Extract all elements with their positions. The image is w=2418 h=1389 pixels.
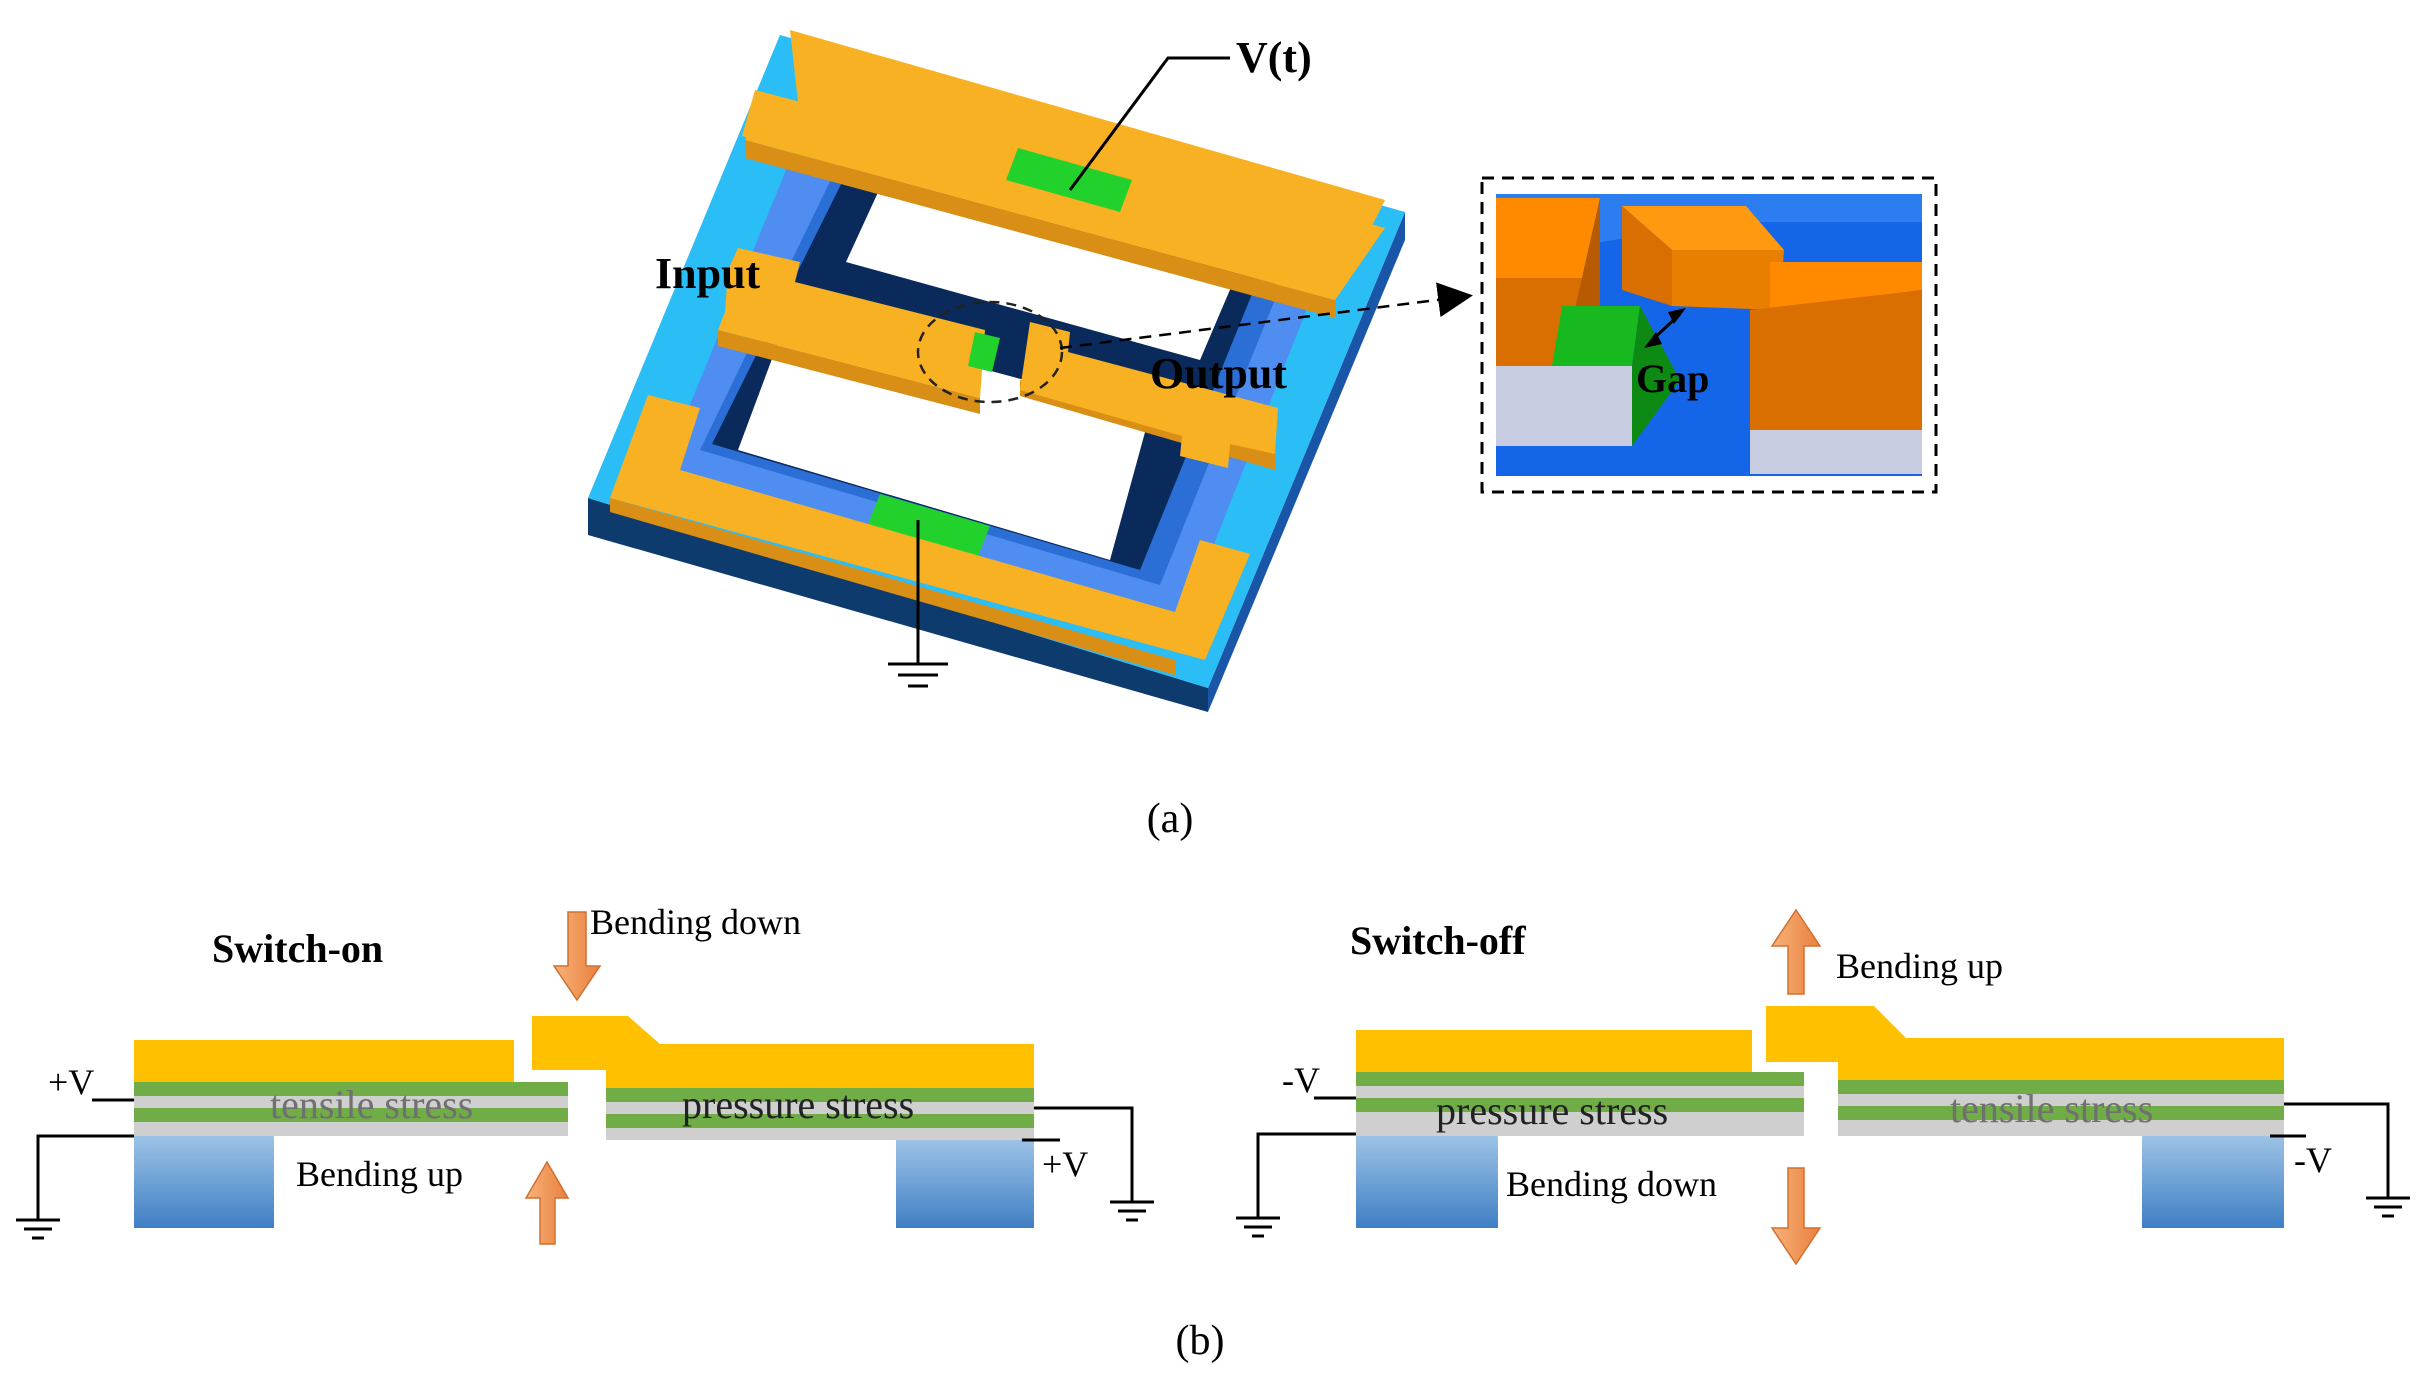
off-left-grey-1 — [1356, 1086, 1804, 1098]
inset-grey-base-left — [1496, 366, 1632, 446]
voltage-leader — [1068, 56, 1230, 191]
inset-mid-block-front — [1622, 206, 1672, 306]
on-bending-up-label: Bending up — [296, 1154, 463, 1194]
green-pad-top — [1006, 148, 1132, 212]
arrow-bending-down-off — [1770, 1167, 1822, 1266]
off-left-anchor — [1356, 1136, 1498, 1228]
off-right-voltage: -V — [2294, 1140, 2332, 1180]
green-pad-bottom — [868, 494, 990, 556]
inset-top-band — [1496, 194, 1922, 260]
contact-green — [968, 332, 1000, 372]
off-left-green-1 — [1356, 1072, 1804, 1086]
off-right-voltage-wire — [2284, 1102, 2390, 1198]
inset-frame — [1480, 176, 1938, 494]
arrow-bending-down-on — [552, 911, 602, 1002]
switch-on-diagram: Switch-on Bending down tensile stress pr… — [16, 902, 1154, 1245]
substrate-side-right — [1208, 212, 1405, 712]
inset-right-block-front — [1750, 290, 1922, 430]
gold-bar-top-side — [745, 140, 1335, 318]
inset-green-top — [1552, 306, 1640, 366]
on-right-voltage-wire — [1034, 1106, 1134, 1202]
substrate-side-left — [588, 498, 1208, 712]
input-label: Input — [655, 249, 761, 298]
gap-inset — [1480, 176, 1938, 494]
input-beam — [718, 248, 985, 398]
opening-upper — [846, 188, 1232, 360]
off-left-gold — [1356, 1030, 1752, 1072]
caption-b: (b) — [1176, 1318, 1225, 1364]
on-right-ground-symbol — [1110, 1200, 1154, 1222]
inset-mid-block-top — [1622, 206, 1784, 250]
on-right-grey-1 — [606, 1102, 1034, 1114]
off-left-stress-label: pressure stress — [1436, 1088, 1668, 1133]
off-right-stress-label: tensile stress — [1950, 1086, 2153, 1131]
ground-symbol-a — [888, 662, 948, 688]
inset-pointer — [1059, 282, 1473, 350]
gold-bar-bottom-side — [610, 498, 1175, 675]
off-bending-up-label: Bending up — [1836, 946, 2003, 986]
on-bending-down-label: Bending down — [590, 902, 801, 942]
inset-grey-base-right — [1750, 430, 1922, 474]
caption-a: (a) — [1147, 796, 1194, 842]
on-left-green-2 — [134, 1108, 568, 1122]
gold-bar-bottom — [610, 395, 1250, 660]
arrow-bending-up-on — [524, 1160, 570, 1245]
on-right-stress-label: pressure stress — [682, 1082, 914, 1127]
output-beam — [1020, 322, 1278, 468]
off-left-ground-wire — [1256, 1132, 1356, 1218]
output-label: Output — [1150, 349, 1287, 398]
off-right-grey-2 — [1838, 1120, 2284, 1136]
on-left-grey-1 — [134, 1096, 568, 1108]
switch-off-title: Switch-off — [1350, 918, 1526, 963]
gold-notch-left — [742, 90, 808, 150]
inset-mid-block-body — [1672, 250, 1784, 310]
on-right-anchor — [896, 1140, 1034, 1228]
on-left-gold — [134, 1040, 514, 1082]
off-right-gold — [1766, 1006, 2284, 1080]
off-right-anchor — [2142, 1136, 2284, 1228]
off-right-green-2 — [1838, 1106, 2284, 1120]
gap-highlight-circle — [916, 300, 1064, 404]
on-left-grey-2 — [134, 1122, 568, 1136]
arrow-bending-up-off — [1770, 908, 1822, 995]
gold-bar-right-upper — [1275, 210, 1385, 300]
on-right-gold — [532, 1016, 1034, 1088]
on-left-voltage: +V — [48, 1062, 94, 1102]
on-right-voltage: +V — [1042, 1144, 1088, 1184]
switch-off-diagram: Switch-off Bending up pressure stress te… — [1236, 908, 2410, 1266]
inset-green-side — [1632, 306, 1680, 446]
on-right-green-2 — [606, 1114, 1034, 1128]
on-left-green-1 — [134, 1082, 568, 1096]
on-right-green-1 — [606, 1088, 1034, 1102]
gap-arrow-head-a — [1644, 332, 1662, 348]
off-right-green-1 — [1838, 1080, 2284, 1094]
inset-right-block-top — [1770, 262, 1922, 310]
voltage-label: V(t) — [1236, 33, 1312, 82]
gap-label: Gap — [1636, 356, 1709, 401]
on-left-anchor — [134, 1136, 274, 1228]
on-left-stress-label: tensile stress — [270, 1082, 473, 1127]
off-right-ground-symbol — [2366, 1196, 2410, 1218]
off-left-ground-symbol — [1236, 1216, 1280, 1238]
on-left-ground-symbol — [16, 1218, 60, 1240]
off-right-grey-1 — [1838, 1094, 2284, 1106]
input-beam-side — [718, 330, 980, 414]
off-bending-down-label: Bending down — [1506, 1164, 1717, 1204]
inset-left-pillar-top — [1496, 198, 1600, 278]
off-left-voltage: -V — [1282, 1060, 1320, 1100]
off-left-grey-2 — [1356, 1112, 1804, 1136]
switch-on-title: Switch-on — [212, 926, 383, 971]
off-left-green-2 — [1356, 1098, 1804, 1112]
on-left-ground-wire — [36, 1134, 134, 1220]
device-3d — [588, 30, 1473, 712]
on-right-grey-2 — [606, 1128, 1034, 1140]
gap-arrow-head-b — [1668, 308, 1686, 324]
